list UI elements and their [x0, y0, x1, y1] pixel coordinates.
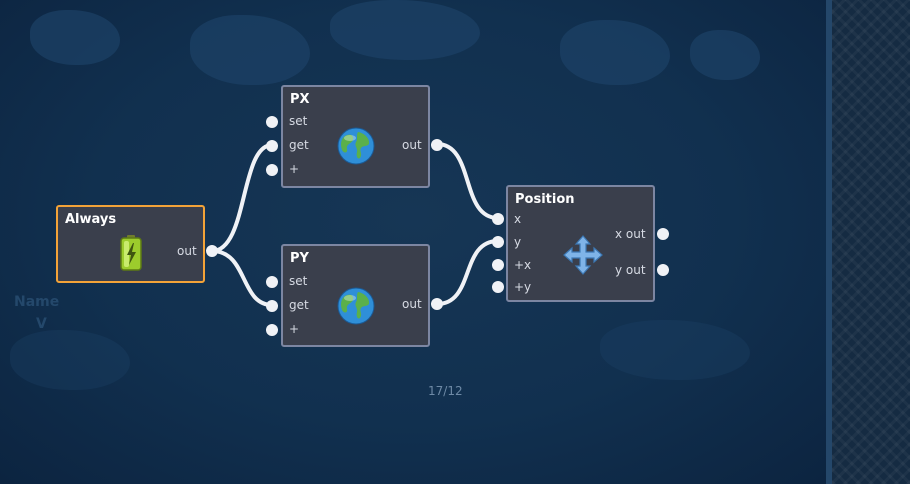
py-set-pin[interactable] — [266, 276, 278, 288]
wire-always-to-px-get[interactable] — [211, 143, 273, 253]
ghost-label: Name — [14, 294, 60, 310]
connection-wires — [211, 142, 499, 307]
always-out-pin[interactable] — [206, 245, 218, 257]
wire-px-to-position-x[interactable] — [436, 142, 499, 220]
px-set-label: set — [289, 114, 308, 128]
py-out-label: out — [402, 297, 422, 311]
node-title: Position — [515, 192, 575, 207]
px-get-label: get — [289, 138, 309, 152]
always-out-label: out — [177, 244, 197, 258]
position-plus-x-label: +x — [514, 258, 532, 272]
py-get-pin[interactable] — [266, 300, 278, 312]
py-add-label: + — [289, 322, 300, 336]
background-blob — [600, 320, 750, 380]
side-panel — [826, 0, 910, 484]
position-x-label: x — [514, 212, 522, 226]
py-get-label: get — [289, 298, 309, 312]
px-set-pin[interactable] — [266, 116, 278, 128]
px-out-pin[interactable] — [431, 139, 443, 151]
globe-icon — [337, 287, 375, 325]
ghost-label: V — [36, 316, 47, 332]
background-blob — [10, 330, 130, 390]
px-out-label: out — [402, 138, 422, 152]
position-x-out-label: x out — [615, 227, 646, 241]
node-title: Always — [65, 212, 117, 227]
node-title: PX — [290, 92, 310, 107]
py-out-pin[interactable] — [431, 298, 443, 310]
px-get-pin[interactable] — [266, 140, 278, 152]
position-plus-y-label: +y — [514, 280, 532, 294]
page-counter: 17/12 — [428, 384, 463, 398]
position-node[interactable]: Position x y +x +y x out y out — [506, 185, 655, 302]
move-arrows-icon — [563, 235, 603, 275]
position-plus-x-pin[interactable] — [492, 259, 504, 271]
px-add-label: + — [289, 162, 300, 176]
background-blob — [190, 15, 310, 85]
position-y-pin[interactable] — [492, 236, 504, 248]
node-title: PY — [290, 251, 309, 266]
battery-icon — [120, 235, 142, 271]
position-x-out-pin[interactable] — [657, 228, 669, 240]
background-blob — [330, 0, 480, 60]
background-blob — [690, 30, 760, 80]
position-y-out-pin[interactable] — [657, 264, 669, 276]
wire-always-to-py-get[interactable] — [211, 249, 273, 307]
always-node[interactable]: Always out — [56, 205, 205, 283]
py-add-pin[interactable] — [266, 324, 278, 336]
px-add-pin[interactable] — [266, 164, 278, 176]
background-blob — [30, 10, 120, 65]
background-blob — [560, 20, 670, 85]
graph-canvas[interactable]: Name V Always out PX set get + out — [0, 0, 826, 484]
position-plus-y-pin[interactable] — [492, 281, 504, 293]
position-y-label: y — [514, 235, 522, 249]
py-node[interactable]: PY set get + out — [281, 244, 430, 347]
px-node[interactable]: PX set get + out — [281, 85, 430, 188]
position-x-pin[interactable] — [492, 213, 504, 225]
wire-py-to-position-y[interactable] — [436, 239, 499, 306]
py-set-label: set — [289, 274, 308, 288]
position-y-out-label: y out — [615, 263, 646, 277]
globe-icon — [337, 127, 375, 165]
